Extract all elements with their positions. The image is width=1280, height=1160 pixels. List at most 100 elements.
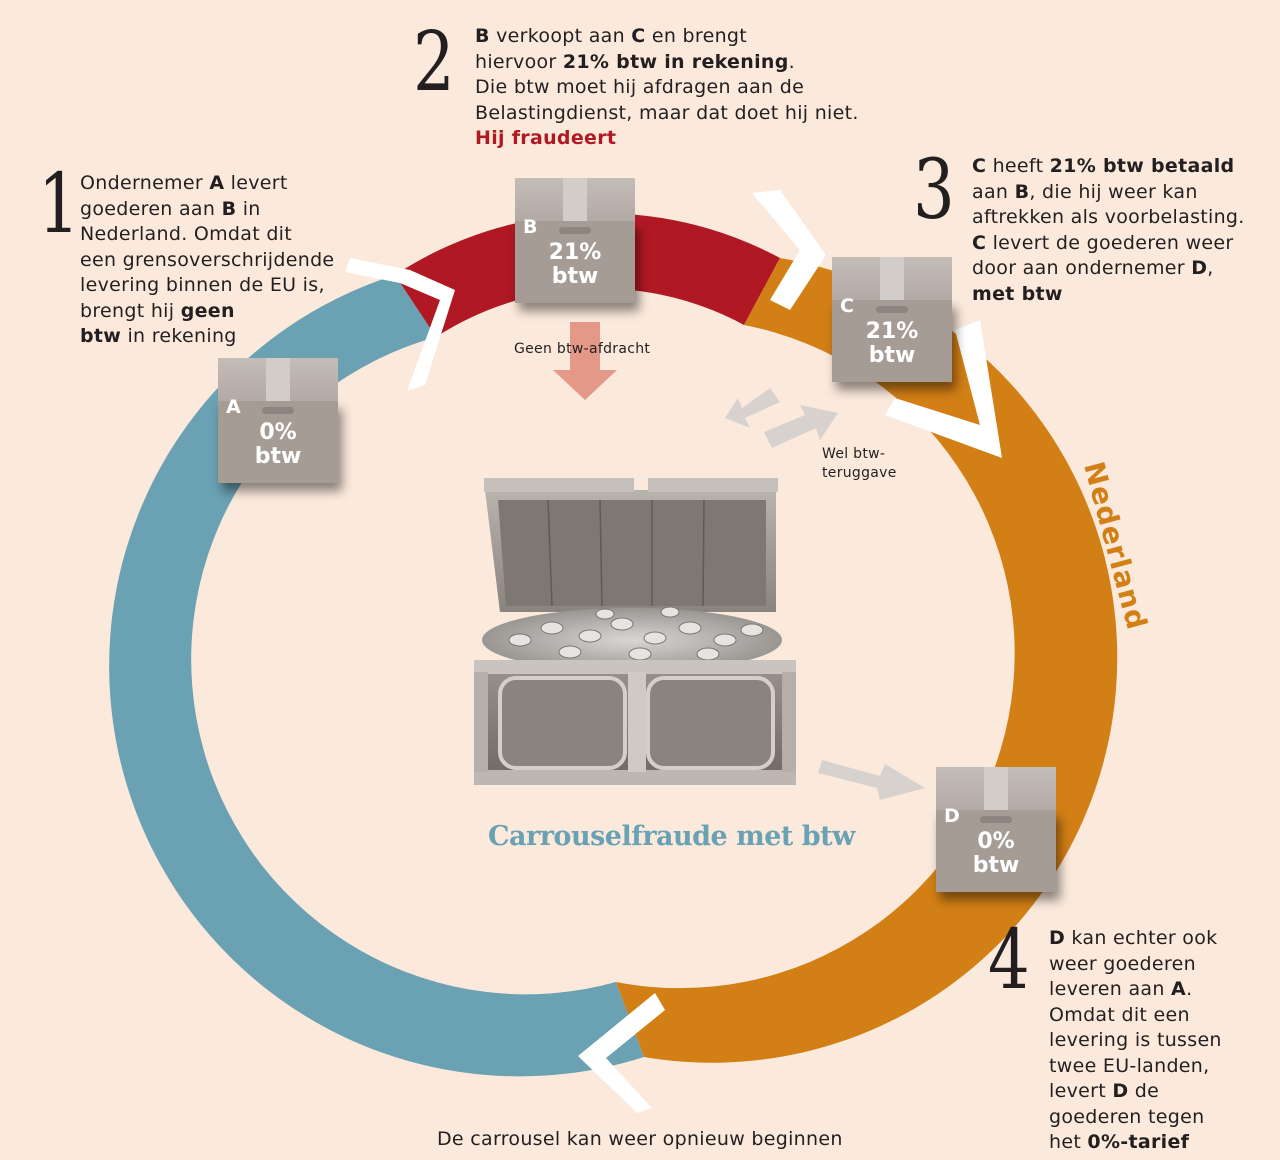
step-text: . [788, 50, 795, 73]
down-arrow-icon [553, 322, 617, 400]
step-text-bold: A [209, 172, 225, 194]
step-number-4: 4 [988, 913, 1030, 1008]
step-text-bold: A [1171, 978, 1187, 1000]
box-rate: 0% btw [936, 830, 1056, 878]
step-text: levering is tussen [1049, 1029, 1222, 1051]
step-text: hiervoor [475, 50, 563, 73]
step-text: en brengt [645, 25, 748, 47]
step-text: , die hij weer kan [1029, 180, 1198, 203]
step-text: levert [1049, 1080, 1113, 1102]
step-text: goederen aan [80, 197, 222, 220]
box-rate-unit: btw [868, 343, 916, 368]
box-tape [880, 257, 904, 300]
exchange-arrows-icon [725, 388, 838, 448]
step-text-bold: B [1014, 180, 1030, 203]
chevron-icon [885, 320, 1002, 458]
step-text: in rekening [121, 325, 237, 347]
box-handle [559, 227, 591, 234]
step-text-bold: D [1191, 257, 1208, 279]
step-text: verkoopt aan [489, 25, 632, 47]
step-text-bold: D [1112, 1080, 1129, 1102]
box-letter: C [840, 295, 854, 317]
step-text: . [1186, 978, 1193, 1000]
box-rate-value: 21% [865, 319, 919, 344]
step-text-bold: btw [80, 325, 122, 347]
step-text-bold: 0%-tarief [1087, 1131, 1190, 1153]
step-text: Die btw moet hij afdragen aan de [475, 76, 805, 98]
step-text-bold: geen [180, 299, 235, 322]
step-text-bold: B [221, 197, 237, 220]
teruggave-label: Wel btw- teruggave [822, 445, 897, 483]
box-rate-value: 21% [548, 240, 602, 265]
box-face [832, 300, 952, 382]
box-rate: 21% btw [515, 241, 635, 289]
step-text-bold: 21% btw betaald [1049, 155, 1235, 177]
diagram-title: Carrouselfraude met btw [488, 821, 855, 852]
step-text-bold: C [972, 231, 987, 254]
box-rate-unit: btw [972, 853, 1020, 878]
box-rate: 0% btw [218, 421, 338, 469]
step-text: , [1207, 257, 1214, 279]
teruggave-label-line: teruggave [822, 465, 897, 481]
step-text: Ondernemer [80, 172, 210, 194]
step-text: door aan ondernemer [972, 257, 1192, 279]
box-face [218, 401, 338, 483]
step-text: twee EU-landen, [1049, 1054, 1210, 1077]
box-rate: 21% btw [832, 320, 952, 368]
box-c: C 21% btw [832, 257, 952, 382]
box-face [936, 810, 1056, 892]
step-text-bold: B [475, 25, 490, 47]
step-text-bold: D [1049, 927, 1066, 949]
step-text: goederen tegen [1049, 1105, 1205, 1128]
step-text-bold: C [972, 155, 987, 177]
step-number-1: 1 [38, 157, 80, 252]
box-b: B 21% btw [515, 178, 635, 303]
box-tape [266, 358, 290, 401]
box-rate-unit: btw [254, 444, 302, 469]
step-1-text: Ondernemer A levert goederen aan B in Ne… [80, 171, 334, 350]
step-text: levert de goederen weer [986, 231, 1234, 254]
chevron-icon [345, 258, 455, 391]
chevron-icon [752, 190, 826, 310]
arrow-to-d-icon [818, 760, 925, 800]
step-text: aftrekken als voorbelasting. [972, 206, 1245, 228]
box-d: D 0% btw [936, 767, 1056, 892]
step-text: aan [972, 180, 1015, 203]
box-letter: A [226, 396, 241, 418]
box-letter: D [944, 805, 960, 827]
box-rate-value: 0% [977, 829, 1015, 854]
footer-caption: De carrousel kan weer opnieuw beginnen [437, 1128, 843, 1150]
step-text: levering binnen de EU is, [80, 274, 325, 296]
box-handle [262, 407, 294, 414]
step-3-text: C heeft 21% btw betaald aan B, die hij w… [972, 154, 1245, 307]
treasure-chest-image [474, 478, 796, 785]
step-text: het [1049, 1131, 1088, 1153]
step-2-text: B verkoopt aan C en brengt hiervoor 21% … [475, 24, 859, 152]
box-rate-value: 0% [259, 420, 297, 445]
step-text: Omdat dit een [1049, 1003, 1190, 1026]
step-text: in [236, 197, 261, 220]
step-text: brengt hij [80, 299, 181, 322]
box-handle [980, 816, 1012, 823]
step-text: de [1128, 1080, 1160, 1102]
step-text-bold: C [631, 25, 646, 47]
step-number-3: 3 [913, 143, 955, 238]
step-text: heeft [986, 155, 1050, 177]
step-number-2: 2 [413, 15, 455, 110]
box-rate-unit: btw [551, 264, 599, 289]
chevron-icon [578, 993, 665, 1113]
step-text-bold: 21% btw in rekening [562, 50, 789, 73]
box-face [515, 221, 635, 303]
box-letter: B [523, 216, 538, 238]
teruggave-label-line: Wel btw- [822, 446, 886, 462]
step-text-bold: met btw [972, 282, 1063, 305]
step-text: kan echter ook [1065, 927, 1218, 949]
box-tape [984, 767, 1008, 810]
country-frankrijk: Frankrijk [148, 571, 182, 722]
box-tape [563, 178, 587, 221]
step-text: levert [224, 172, 288, 194]
step-text: Belastingdienst, maar dat doet hij niet. [475, 101, 859, 124]
box-a: A 0% btw [218, 358, 338, 483]
step-text: leveren aan [1049, 978, 1172, 1000]
step-text: weer goederen [1049, 952, 1196, 975]
